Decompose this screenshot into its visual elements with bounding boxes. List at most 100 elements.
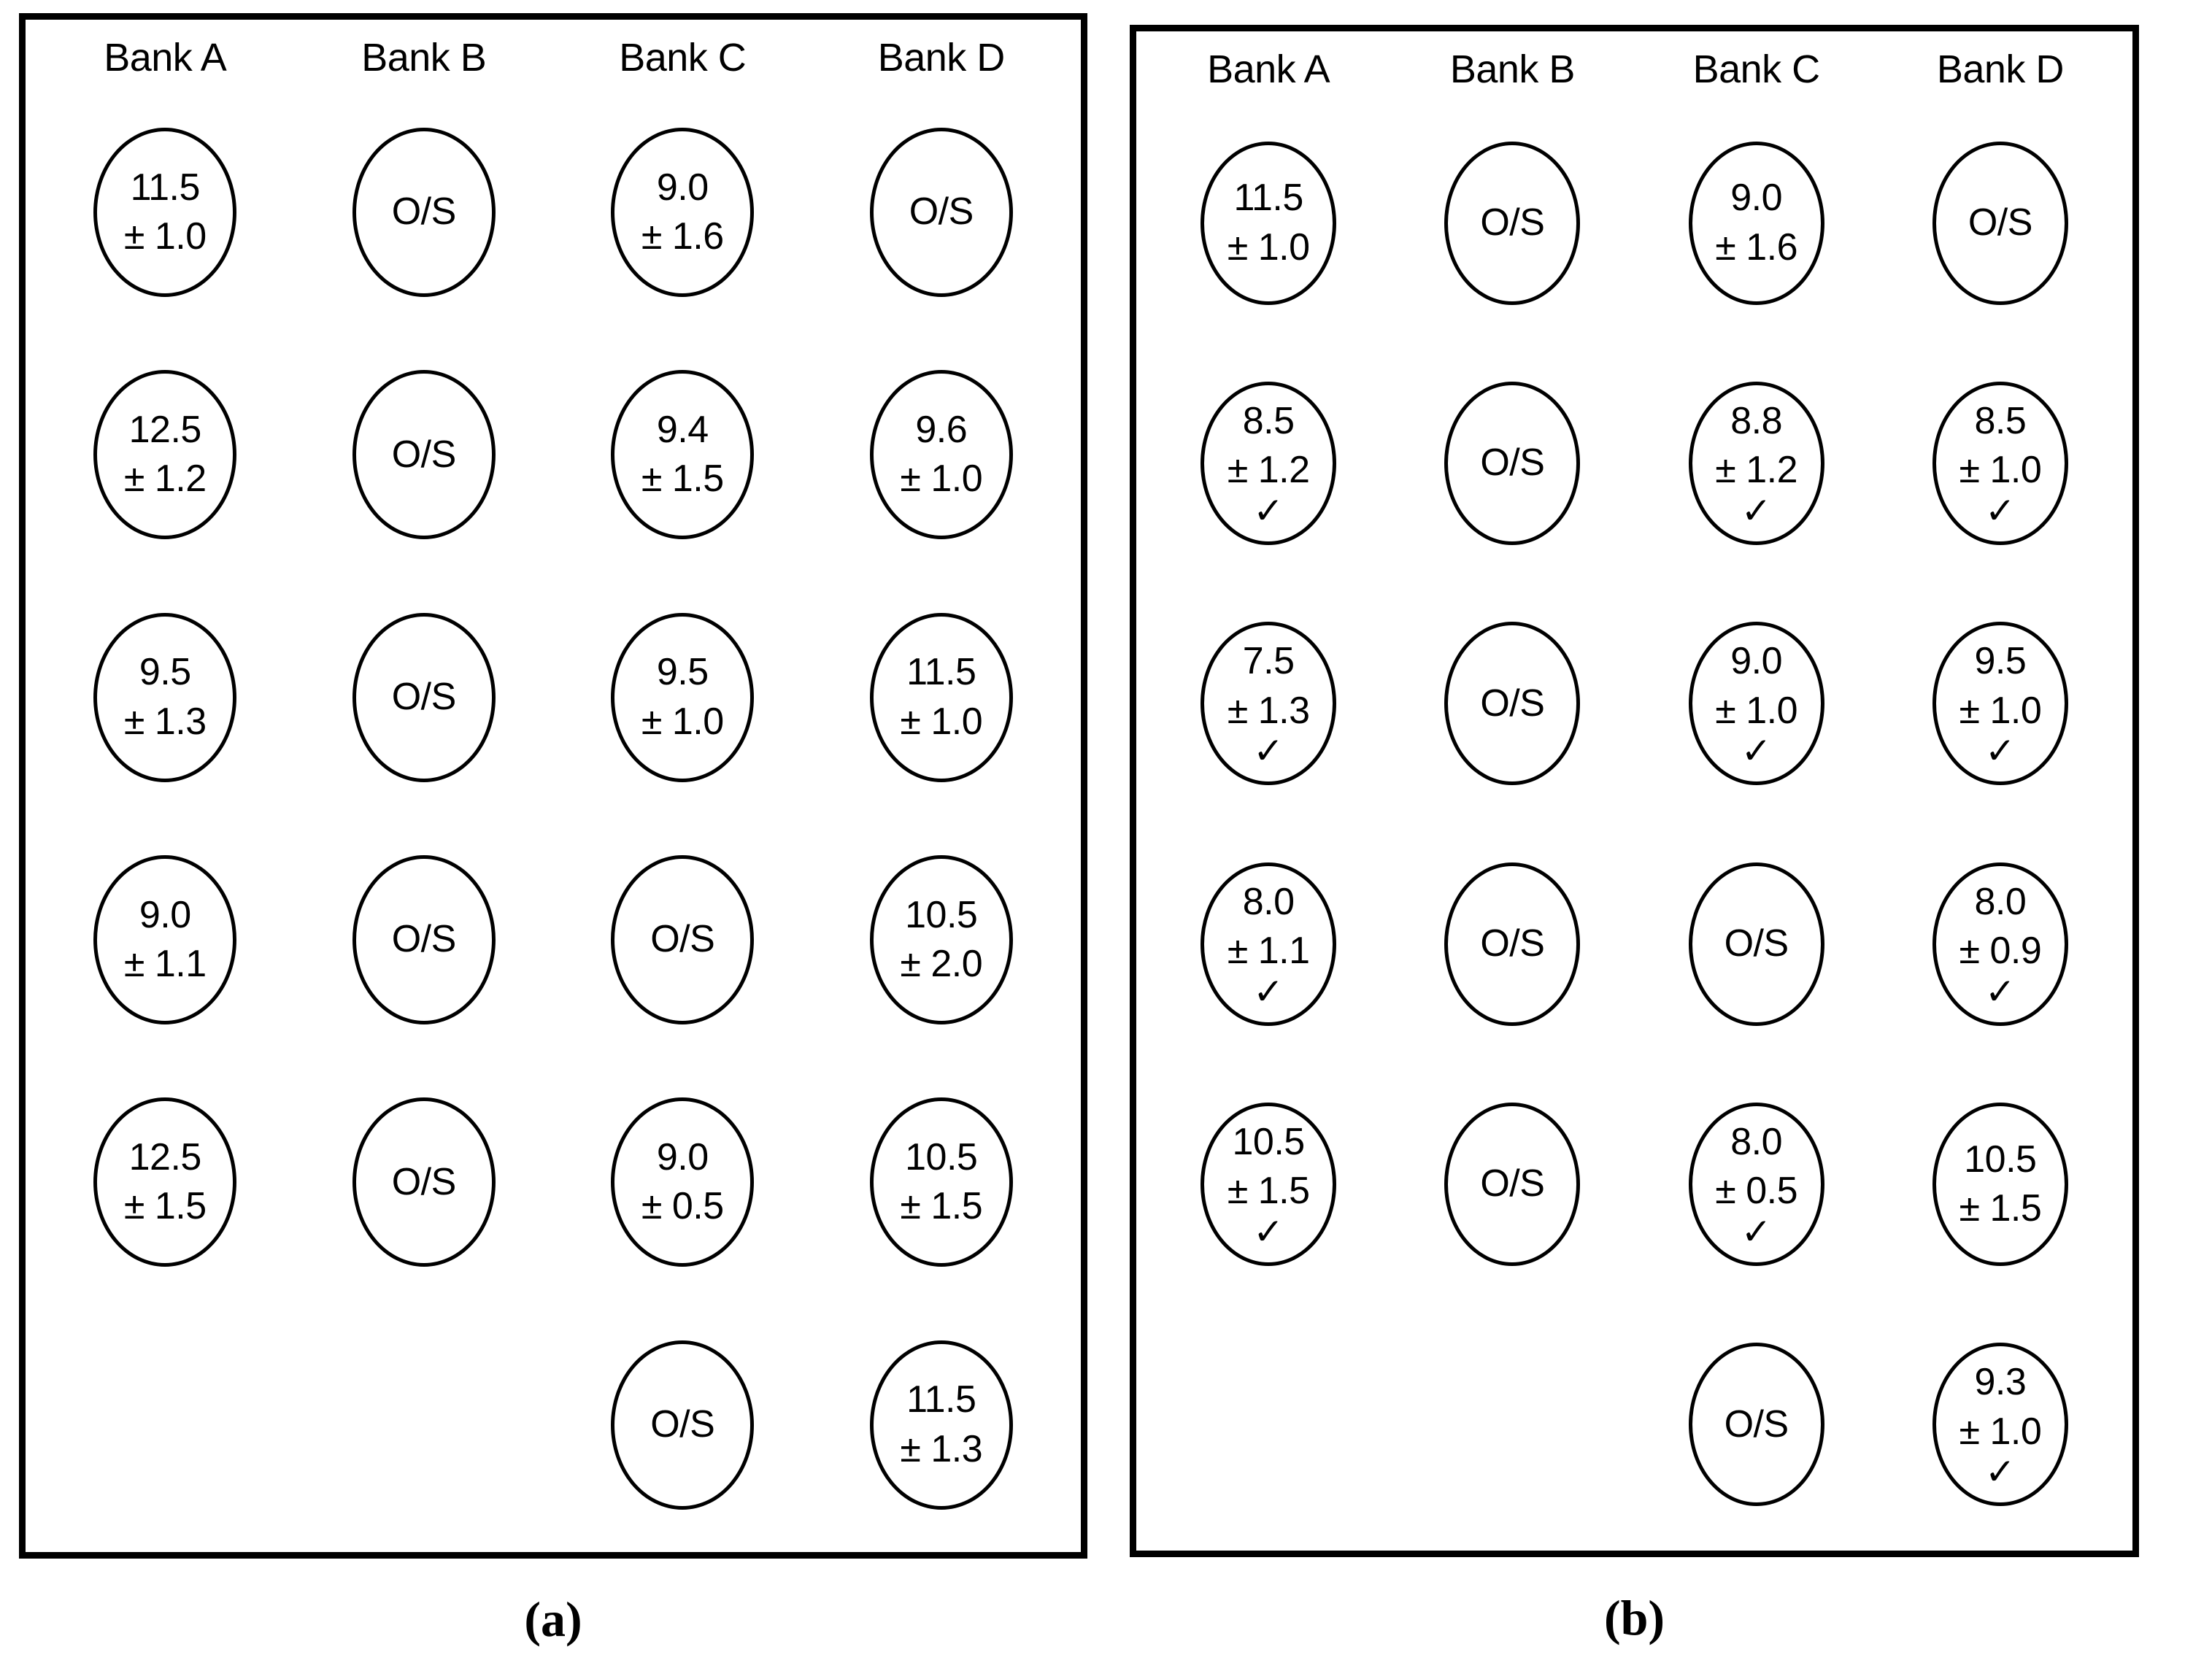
measurement-bubble: 8.0± 0.9✓: [1932, 862, 2068, 1026]
bubble-value: 9.0: [656, 1136, 709, 1179]
cell-a-r4-c1: 9.0± 1.1: [36, 819, 295, 1061]
bubble-error: ± 1.0: [1959, 1410, 2042, 1453]
bubble-value: 10.5: [1964, 1138, 2037, 1181]
measurement-bubble: 10.5 ± 1.5: [1932, 1102, 2068, 1266]
check-icon: ✓: [1984, 730, 2016, 773]
bubble-value: 10.5: [905, 1136, 978, 1179]
out-of-service-label: O/S: [1968, 201, 2033, 244]
bubble-value: 8.5: [1974, 400, 2027, 443]
measurement-bubble: 8.0± 1.1✓: [1201, 862, 1337, 1026]
bubble-value: 8.0: [1974, 880, 2027, 923]
bubble-error: ± 1.2: [123, 458, 207, 501]
measurement-bubble: 9.0± 1.0✓: [1688, 622, 1824, 786]
cell-b-r4-c2: O/S: [1390, 824, 1634, 1064]
empty-slot: [1201, 1343, 1336, 1506]
measurement-bubble: 7.5± 1.3✓: [1201, 622, 1337, 786]
cell-b-r6-c1: [1147, 1305, 1390, 1545]
cell-a-r2-c3: 9.4 ± 1.5: [553, 333, 812, 576]
measurement-bubble: 9.0 ± 0.5: [611, 1097, 755, 1267]
check-icon: ✓: [1741, 730, 1772, 773]
bubble-value: 9.4: [656, 409, 709, 452]
bubble-value: 9.0: [139, 893, 191, 936]
measurement-bubble: O/S: [1688, 862, 1824, 1026]
out-of-service-label: O/S: [1480, 922, 1545, 965]
cell-b-r4-c1: 8.0± 1.1✓: [1147, 824, 1390, 1064]
empty-slot: [93, 1340, 236, 1510]
cell-b-r3-c2: O/S: [1390, 584, 1634, 824]
cell-a-r5-c3: 9.0 ± 0.5: [553, 1061, 812, 1303]
cell-b-r5-c4: 10.5 ± 1.5: [1878, 1064, 2122, 1304]
cell-a-r2-c1: 12.5 ± 1.2: [36, 333, 295, 576]
measurement-bubble: 8.5± 1.2✓: [1201, 381, 1337, 545]
out-of-service-label: O/S: [1724, 1402, 1789, 1446]
bubble-error: ± 1.0: [1715, 689, 1798, 732]
bubble-value: 9.0: [656, 166, 709, 209]
cell-b-r6-c3: O/S: [1635, 1305, 1878, 1545]
cell-b-r5-c1: 10.5± 1.5✓: [1147, 1064, 1390, 1304]
cell-b-r1-c1: 11.5± 1.0: [1147, 103, 1390, 343]
bubble-error: ± 1.5: [1227, 1170, 1310, 1213]
bubble-error: ± 1.0: [1227, 225, 1310, 269]
cell-b-r3-c4: 9.5± 1.0✓: [1878, 584, 2122, 824]
measurement-bubble: 8.5± 1.0✓: [1932, 381, 2068, 545]
bubble-value: 9.0: [1730, 177, 1783, 220]
measurement-bubble: O/S: [1932, 141, 2068, 305]
measurement-bubble: 9.0± 1.1: [93, 855, 237, 1025]
bubble-error: ± 1.6: [1715, 225, 1798, 269]
bubble-error: ± 0.5: [641, 1185, 724, 1228]
column-header-bank-a: Bank A: [1207, 47, 1330, 91]
cell-b-r4-c4: 8.0± 0.9✓: [1878, 824, 2122, 1064]
cell-a-r3-c3: 9.5± 1.0: [553, 576, 812, 819]
cell-b-r2-c1: 8.5± 1.2✓: [1147, 343, 1390, 583]
measurement-bubble: 9.5± 1.0✓: [1932, 622, 2068, 786]
check-icon: ✓: [1741, 1210, 1772, 1253]
bubble-value: 7.5: [1242, 640, 1295, 683]
bubble-error: ± 1.6: [641, 215, 724, 258]
cell-b-r2-c2: O/S: [1390, 343, 1634, 583]
cell-a-r1-c4: O/S: [812, 91, 1071, 333]
cell-a-r5-c2: O/S: [295, 1061, 554, 1303]
bubble-value: 10.5: [905, 893, 978, 936]
check-icon: ✓: [1253, 489, 1284, 532]
bubble-value: 9.6: [915, 409, 968, 452]
measurement-bubble: 12.5 ± 1.5: [93, 1097, 237, 1267]
bubble-error: ± 1.0: [900, 458, 983, 501]
column-header-bank-a: Bank A: [104, 36, 227, 80]
bubble-error: ± 1.5: [641, 458, 724, 501]
measurement-bubble: 11.5± 1.0: [869, 612, 1013, 782]
cell-b-r1-c3: 9.0 ± 1.6: [1635, 103, 1878, 343]
cell-b-r3-c1: 7.5± 1.3✓: [1147, 584, 1390, 824]
measurement-bubble: 12.5 ± 1.2: [93, 370, 237, 540]
bubble-error: ± 1.0: [123, 215, 207, 258]
bubble-value: 8.8: [1730, 400, 1783, 443]
check-icon: ✓: [1253, 970, 1284, 1013]
bubble-error: ± 1.5: [1959, 1186, 2042, 1230]
out-of-service-label: O/S: [1480, 201, 1545, 244]
column-header-bank-d: Bank D: [1936, 47, 2065, 91]
cell-a-r1-c3: 9.0 ± 1.6: [553, 91, 812, 333]
bubble-error: ± 1.5: [123, 1185, 207, 1228]
cell-a-r6-c4: 11.5± 1.3: [812, 1304, 1071, 1546]
check-icon: ✓: [1984, 970, 2016, 1013]
out-of-service-label: O/S: [1480, 441, 1545, 485]
bubble-value: 12.5: [128, 1136, 202, 1179]
bubble-error: ± 1.3: [900, 1427, 983, 1470]
measurement-bubble: 10.5± 2.0: [869, 855, 1013, 1025]
out-of-service-label: O/S: [391, 433, 457, 476]
measurement-bubble: O/S: [352, 370, 496, 540]
measurement-bubble: 9.0 ± 1.6: [611, 128, 755, 298]
bubble-value: 12.5: [128, 409, 202, 452]
check-icon: ✓: [1253, 1210, 1284, 1253]
cell-a-r3-c2: O/S: [295, 576, 554, 819]
empty-slot: [1444, 1343, 1580, 1506]
cell-a-r4-c2: O/S: [295, 819, 554, 1061]
bubble-value: 11.5: [906, 651, 976, 694]
bubble-error: ± 1.0: [641, 700, 724, 743]
cell-b-r1-c2: O/S: [1390, 103, 1634, 343]
cell-a-r6-c2: [295, 1304, 554, 1546]
bubble-value: 11.5: [130, 166, 201, 209]
